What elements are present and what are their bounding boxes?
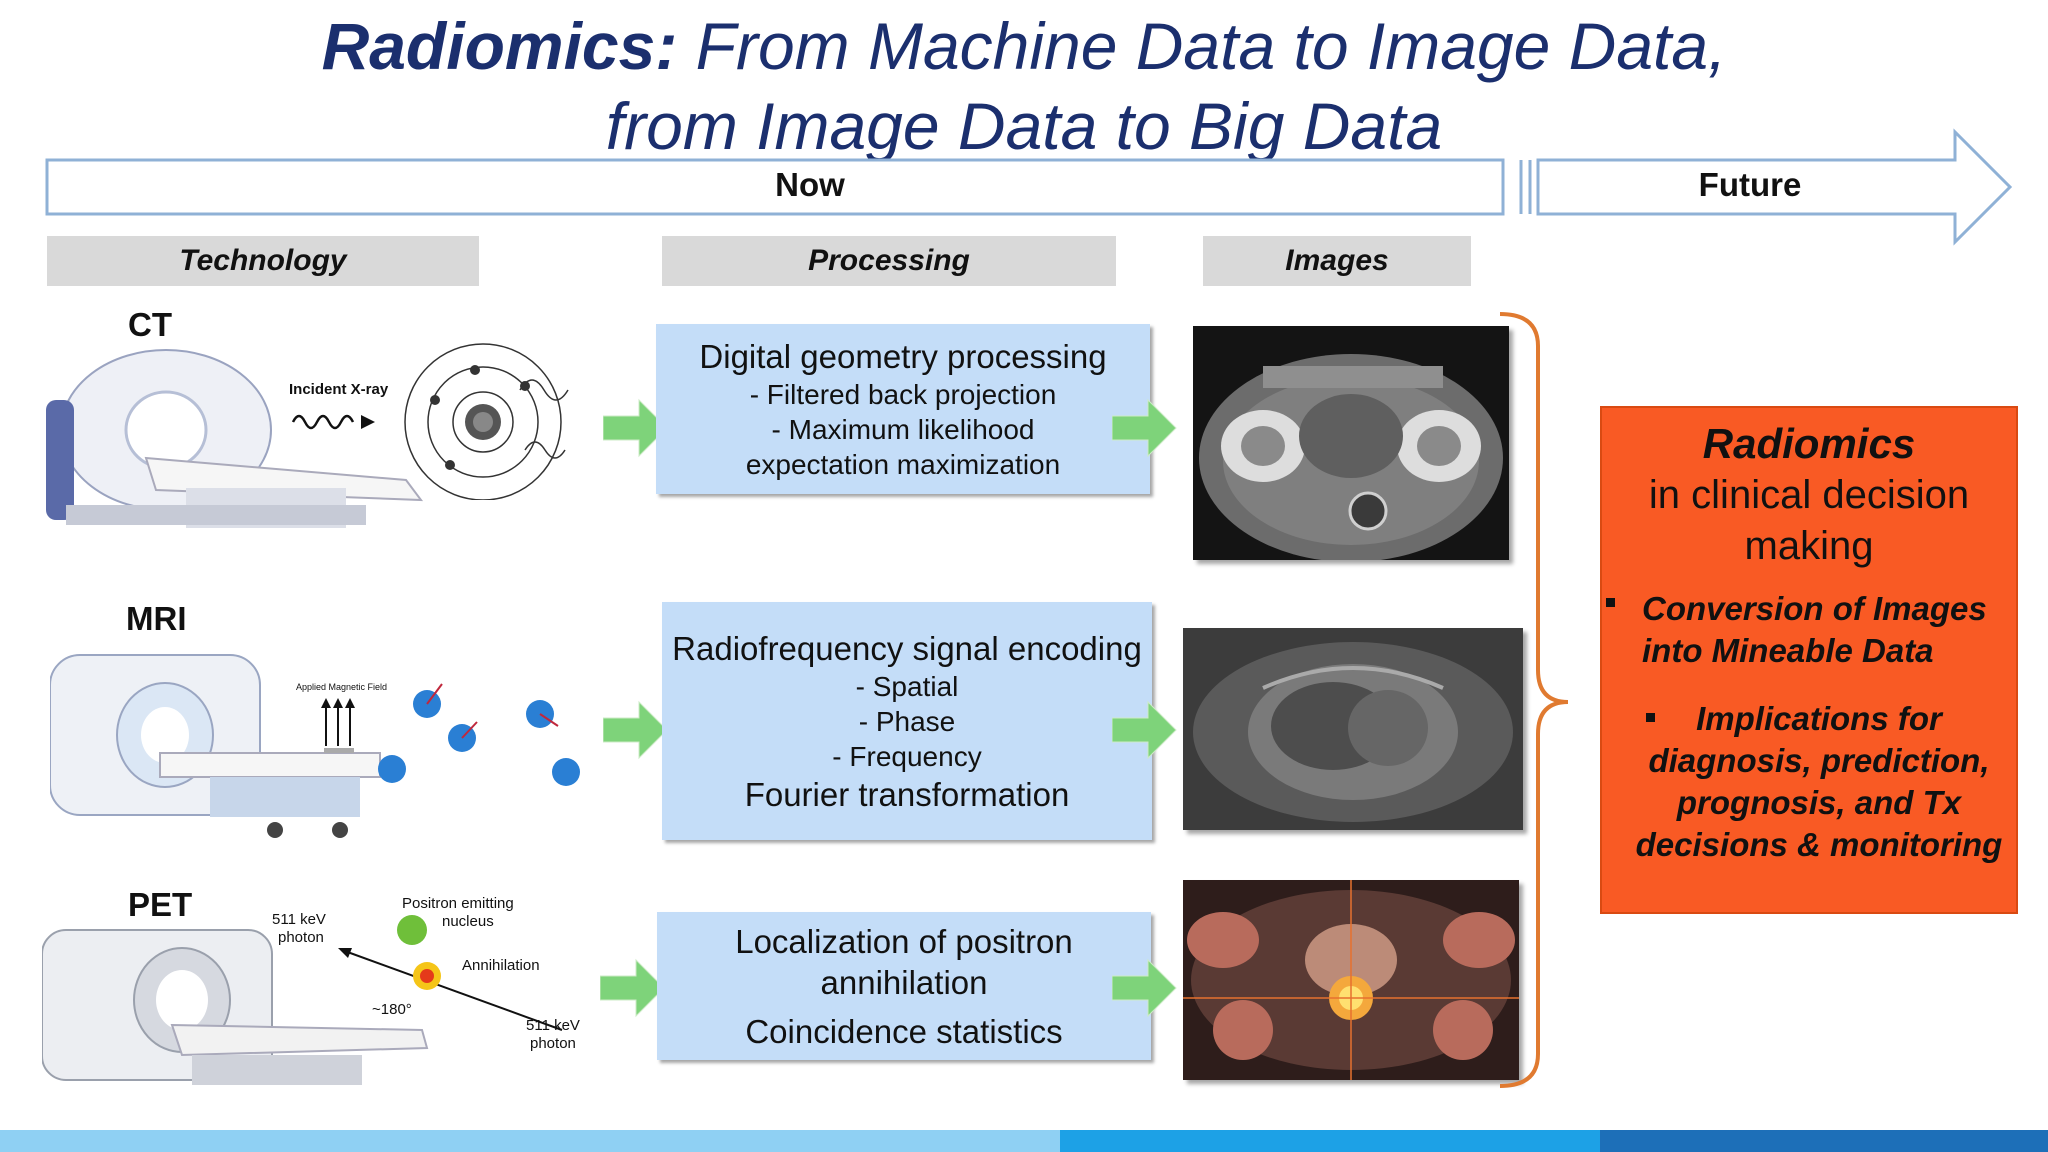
mri-scan-image (1183, 628, 1523, 830)
timeline-arrow (45, 128, 2013, 246)
result-bullet-2-text: Implications for diagnosis, prediction, … (1635, 700, 2003, 863)
modality-ct-label: CT (128, 306, 172, 343)
title-bold: Radiomics: (321, 9, 678, 83)
now-bar (45, 158, 1505, 216)
result-bullet-1: Conversion of Images into Mineable Data (1602, 588, 2016, 672)
ct-scanner-illustration (46, 349, 424, 528)
mri-processing-item-3: - Frequency (832, 740, 982, 772)
mri-scanner-illustration (50, 654, 381, 838)
mri-processing-item-2: - Phase (858, 705, 956, 737)
svg-text:photon: photon (278, 929, 324, 946)
pet-processing-box: Localization of positron annihilation Co… (657, 912, 1151, 1060)
timeline-now-label: Now (775, 166, 845, 203)
ct-incident-xray-label: Incident X-ray (289, 381, 389, 398)
title-line1: From Machine Data to Image Data, (677, 9, 1727, 83)
result-subtitle: in clinical decision making (1648, 473, 1970, 568)
ct-processing-heading: Digital geometry processing (699, 338, 1107, 375)
svg-text:photon: photon (530, 1035, 576, 1052)
pet-scanner-illustration (42, 929, 429, 1085)
ct-processing-item-1: - Filtered back projection (749, 379, 1057, 410)
ct-scan-image (1193, 326, 1509, 560)
pet-photon-a-label: 511 keV (272, 911, 326, 928)
column-technology: Technology (47, 236, 479, 286)
pet-nucleus-label: Positron emitting (402, 895, 514, 912)
footer-bar-middle (1060, 1130, 1600, 1152)
mri-processing-item-1: - Spatial (855, 670, 959, 702)
modality-mri-label: MRI (126, 600, 187, 637)
mri-field-label: Applied Magnetic Field (296, 682, 387, 692)
pet-processing-footer: Coincidence statistics (745, 1012, 1063, 1050)
footer-bar-right (1600, 1130, 2048, 1152)
mri-processing-heading: Radiofrequency signal encoding (672, 629, 1142, 667)
mri-processing-box: Radiofrequency signal encoding - Spatial… (662, 602, 1152, 840)
pet-annihilation-label: Annihilation (462, 957, 540, 974)
mri-arrow-to-processing (603, 700, 668, 760)
column-processing: Processing (662, 236, 1116, 286)
pet-photon-b-label: 511 keV (526, 1017, 580, 1034)
footer-bar-left (0, 1130, 1060, 1152)
pet-ct-scan-image (1183, 880, 1519, 1080)
pet-angle-label: ~180° (372, 1001, 412, 1018)
modality-pet-label: PET (128, 886, 193, 923)
svg-text:nucleus: nucleus (442, 913, 494, 930)
bullet-marker-icon (1606, 598, 1615, 607)
timeline-future-label: Future (1698, 166, 1802, 203)
mri-spin-diagram: Applied Magnetic Field (296, 682, 580, 786)
column-images: Images (1203, 236, 1471, 286)
ct-processing-box: Digital geometry processing - Filtered b… (656, 324, 1150, 494)
ct-processing-item-2: - Maximum likelihood (771, 414, 1035, 445)
pet-arrow-to-processing (600, 958, 665, 1018)
ct-physics-diagram: Incident X-ray (289, 343, 569, 500)
pet-arrow-to-image (1112, 958, 1177, 1018)
pet-annihilation-diagram: 511 keV photon Positron emitting nucleus… (272, 895, 580, 1052)
mri-processing-footer: Fourier transformation (744, 775, 1070, 813)
bullet-marker-icon (1646, 713, 1655, 722)
grouping-brace (1499, 312, 1568, 1088)
mri-arrow-to-image (1112, 700, 1177, 760)
slide-title: Radiomics: From Machine Data to Image Da… (0, 6, 2048, 86)
pet-processing-heading: Localization of positron annihilation (735, 922, 1073, 1001)
result-title: Radiomics (1702, 420, 1916, 467)
radiomics-result-box: Radiomics in clinical decision making Co… (1600, 406, 2018, 914)
future-arrow (1536, 128, 2013, 246)
slide-subtitle: from Image Data to Big Data (605, 89, 1443, 163)
result-bullet-1-text: Conversion of Images into Mineable Data (1642, 590, 1987, 669)
result-bullet-2: Implications for diagnosis, prediction, … (1602, 698, 2016, 866)
ct-arrow-to-processing (603, 398, 668, 458)
ct-processing-item-3: expectation maximization (745, 449, 1061, 480)
ct-arrow-to-image (1112, 398, 1177, 458)
